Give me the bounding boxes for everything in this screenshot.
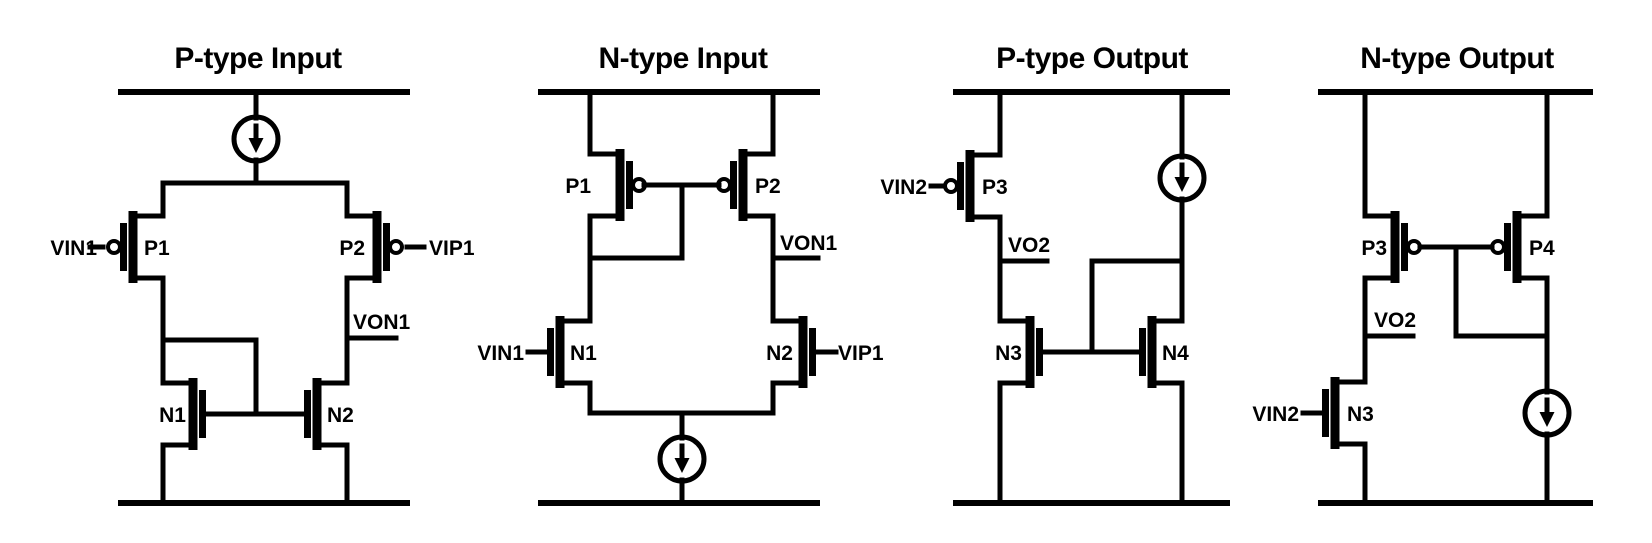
wire-tail-join — [587, 380, 776, 416]
wire-diode-tie — [1453, 244, 1550, 339]
wire-diode-tie — [587, 182, 685, 261]
device-label-p1: P1 — [144, 237, 170, 260]
panel-title: N-type Output — [1360, 42, 1554, 75]
current-source-icon — [234, 117, 278, 161]
device-label-n2: N2 — [327, 404, 354, 427]
net-label-vip1: VIP1 — [838, 342, 884, 365]
panel-title: P-type Output — [996, 42, 1188, 75]
wire-source-join — [160, 180, 350, 219]
device-label-n2: N2 — [766, 342, 793, 365]
panel-title: P-type Input — [174, 42, 342, 75]
wire-mirror-tie — [160, 337, 259, 417]
net-label-vo2: VO2 — [1374, 309, 1416, 332]
device-label-n1: N1 — [570, 342, 597, 365]
current-source-icon — [1160, 156, 1204, 200]
wire-mirror-tie — [1089, 258, 1185, 355]
device-label-p2: P2 — [339, 237, 365, 260]
net-label-vip1: VIP1 — [429, 237, 475, 260]
net-label-von1: VON1 — [780, 232, 838, 255]
net-label-vo2: VO2 — [1008, 234, 1050, 257]
device-label-p2: P2 — [755, 175, 781, 198]
panel-p-type-input: P-type Input VIN1 P1 P2 VIP1 VON1 N1 N2 — [50, 42, 475, 506]
pmos-transistor-p1 — [590, 149, 645, 221]
device-label-n3: N3 — [995, 342, 1022, 365]
device-label-n1: N1 — [159, 404, 186, 427]
panel-n-type-output: N-type Output P3 P4 VO2 VIN2 N3 — [1252, 42, 1593, 506]
net-label-vin2: VIN2 — [880, 176, 927, 199]
device-label-p4: P4 — [1529, 237, 1555, 260]
device-label-p1: P1 — [565, 175, 591, 198]
net-label-von1: VON1 — [353, 311, 411, 334]
panel-title: N-type Input — [599, 42, 768, 75]
device-label-p3: P3 — [1361, 237, 1387, 260]
net-label-vin1: VIN1 — [50, 237, 97, 260]
net-label-vin2: VIN2 — [1252, 403, 1299, 426]
device-label-p3: P3 — [982, 176, 1008, 199]
panel-n-type-input: N-type Input P1 P2 VON1 VIN1 N1 N2 VIP1 — [477, 42, 884, 506]
panel-p-type-output: P-type Output VIN2 P3 VO2 N3 N4 — [880, 42, 1230, 506]
device-label-n3: N3 — [1347, 403, 1374, 426]
current-source-icon — [1525, 391, 1569, 435]
device-label-n4: N4 — [1162, 342, 1189, 365]
net-label-vin1: VIN1 — [477, 342, 524, 365]
current-source-icon — [660, 437, 704, 481]
